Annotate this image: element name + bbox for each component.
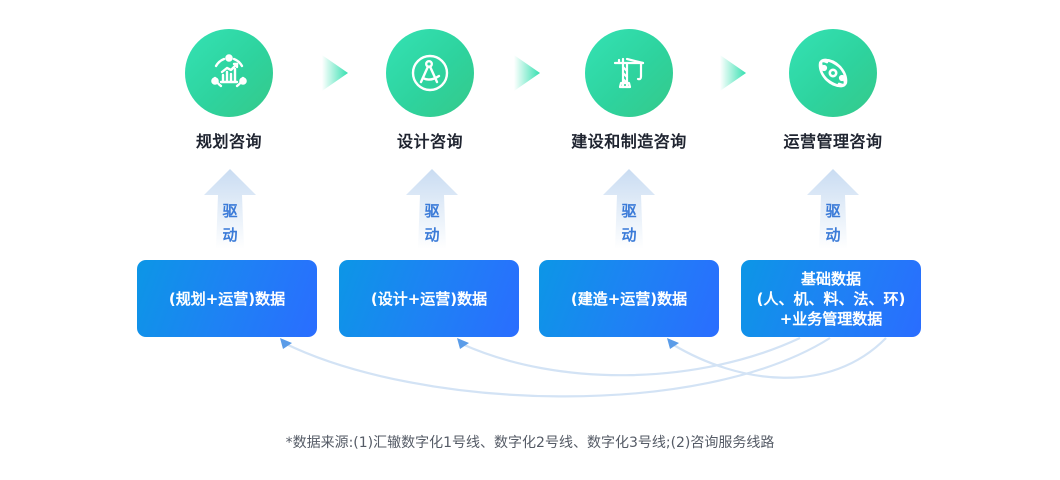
data-box-label: (规划+运营)数据 — [168, 289, 286, 308]
atom-orbit-icon — [818, 58, 848, 88]
arrowhead-icon — [280, 338, 292, 349]
data-box-label: 基础数据 — [800, 269, 861, 288]
compass-drafting-icon — [411, 54, 449, 92]
data-box-operations: 基础数据 (人、机、料、法、环) +业务管理数据 — [741, 260, 921, 337]
drive-up-arrow-icon — [807, 169, 859, 249]
chevron-right-icon — [514, 55, 540, 91]
stage-label-operations: 运营管理咨询 — [783, 132, 883, 151]
data-box-label: (建造+运营)数据 — [570, 289, 688, 308]
feedback-curve-to-design — [461, 337, 801, 377]
stage-label-design: 设计咨询 — [396, 132, 463, 151]
data-box-planning: (规划+运营)数据 — [137, 260, 317, 337]
analytics-chart-icon — [211, 54, 247, 88]
drive-up-arrow-icon — [603, 169, 655, 249]
arrowhead-icon — [457, 338, 469, 349]
data-source-footnote: *数据来源:(1)汇辙数字化1号线、数字化2号线、数字化3号线;(2)咨询服务线… — [285, 435, 775, 451]
stage-circle-operations — [789, 29, 877, 117]
chevron-right-icon — [720, 55, 746, 91]
drive-label: 驱动 — [222, 202, 238, 244]
stage-label-construction: 建设和制造咨询 — [571, 132, 687, 151]
stage-label-planning: 规划咨询 — [195, 132, 262, 151]
data-box-design: (设计+运营)数据 — [339, 260, 519, 337]
drive-label: 驱动 — [424, 202, 440, 244]
drive-label: 驱动 — [621, 202, 637, 244]
tower-crane-icon — [613, 57, 645, 89]
data-box-label: +业务管理数据 — [779, 309, 883, 328]
stage-circle-planning — [185, 29, 273, 117]
drive-label: 驱动 — [825, 202, 841, 244]
drive-up-arrow-icon — [204, 169, 256, 249]
data-box-label: (人、机、料、法、环) — [756, 289, 906, 308]
arrowhead-icon — [667, 338, 679, 349]
feedback-curve-to-planning — [283, 337, 831, 398]
data-box-construction: (建造+运营)数据 — [539, 260, 719, 337]
feedback-curve-to-construction — [671, 337, 887, 379]
data-box-label: (设计+运营)数据 — [370, 289, 488, 308]
chevron-right-icon — [322, 55, 348, 91]
stage-circle-construction — [585, 29, 673, 117]
drive-up-arrow-icon — [406, 169, 458, 249]
stage-circle-design — [386, 29, 474, 117]
